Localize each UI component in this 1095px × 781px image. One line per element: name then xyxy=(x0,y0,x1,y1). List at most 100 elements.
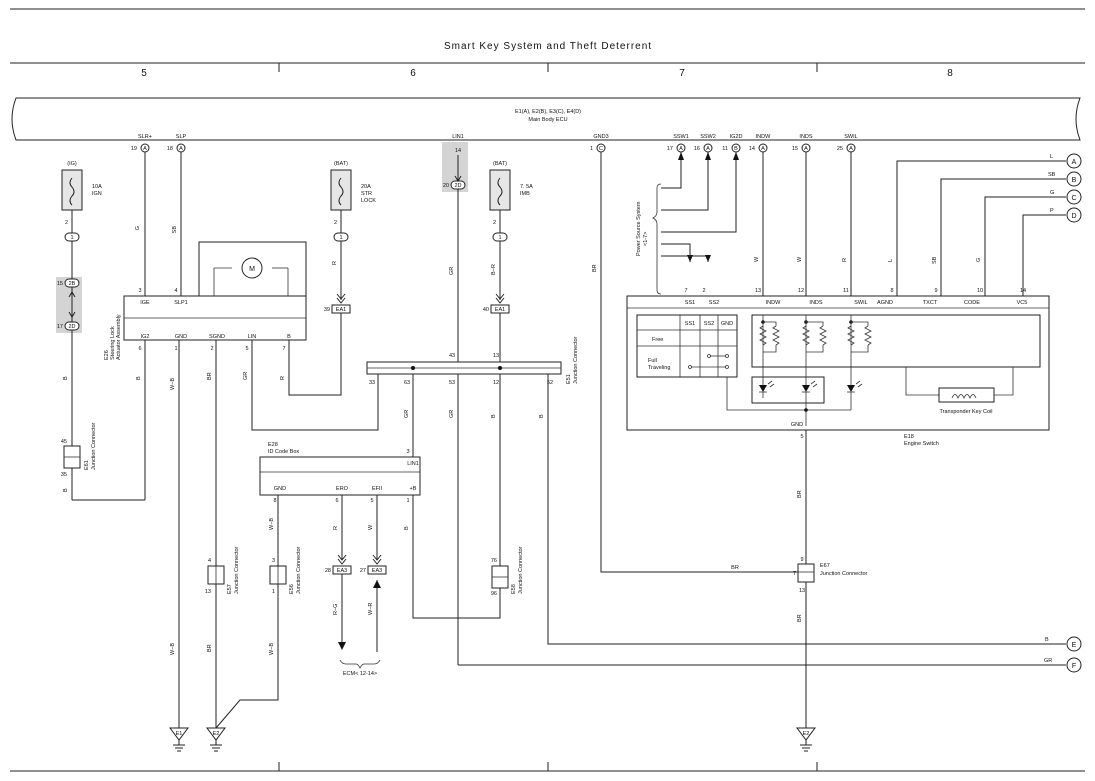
svg-text:SLP1: SLP1 xyxy=(174,300,187,306)
ecu-connectors: E1(A), E2(B), E3(C), E4(D) xyxy=(515,109,581,115)
svg-text:13: 13 xyxy=(755,288,761,294)
connector-ea3-right: 27 EA3 xyxy=(360,554,387,575)
svg-text:IGN: IGN xyxy=(92,191,102,197)
svg-text:9: 9 xyxy=(934,288,937,294)
svg-text:SWIL: SWIL xyxy=(844,134,857,140)
lin1-connector: 14 20 2D xyxy=(442,142,468,192)
svg-text:A: A xyxy=(1072,159,1077,166)
svg-text:SLR+: SLR+ xyxy=(138,134,152,140)
svg-text:R: R xyxy=(333,526,339,530)
svg-text:96: 96 xyxy=(491,591,497,597)
svg-text:BR: BR xyxy=(731,565,739,571)
connector-ea1-right: 40 EA1 xyxy=(483,293,510,314)
fuse-imb: (BAT) 7. 5A IMB 2 1 xyxy=(489,161,533,242)
svg-text:6: 6 xyxy=(335,498,338,504)
led-icon xyxy=(847,385,855,392)
svg-text:B: B xyxy=(63,376,69,380)
svg-text:45: 45 xyxy=(61,439,67,445)
svg-text:E: E xyxy=(1072,642,1077,649)
svg-text:63: 63 xyxy=(404,380,410,386)
svg-text:E51: E51 xyxy=(566,374,572,384)
ground-e1: E1 xyxy=(169,727,189,752)
svg-text:16: 16 xyxy=(694,146,700,152)
svg-text:GND3: GND3 xyxy=(593,134,608,140)
svg-text:EA1: EA1 xyxy=(336,307,346,313)
svg-text:1: 1 xyxy=(498,235,501,241)
svg-text:39: 39 xyxy=(324,307,330,313)
svg-text:2: 2 xyxy=(493,220,496,226)
svg-text:B: B xyxy=(539,414,545,418)
svg-text:IG2D: IG2D xyxy=(730,134,743,140)
connector-ea1-left: 39 EA1 xyxy=(324,293,351,314)
svg-text:SSW2: SSW2 xyxy=(700,134,716,140)
svg-text:C: C xyxy=(599,146,603,152)
svg-text:CODE: CODE xyxy=(964,300,980,306)
svg-text:5: 5 xyxy=(800,434,803,440)
svg-text:2: 2 xyxy=(65,220,68,226)
svg-text:W: W xyxy=(797,256,803,262)
svg-text:ERO: ERO xyxy=(336,486,349,492)
svg-text:GR: GR xyxy=(1044,658,1052,664)
svg-text:B: B xyxy=(734,146,738,152)
svg-text:BR: BR xyxy=(797,614,803,622)
led-icon xyxy=(802,385,810,392)
svg-text:SGND: SGND xyxy=(209,334,225,340)
offpage-connector-a: A xyxy=(1066,153,1082,169)
svg-text:52: 52 xyxy=(547,380,553,386)
svg-text:17: 17 xyxy=(667,146,673,152)
svg-text:VC5: VC5 xyxy=(1017,300,1028,306)
svg-text:53: 53 xyxy=(449,380,455,386)
svg-text:LIN1: LIN1 xyxy=(407,461,419,467)
svg-text:Traveling: Traveling xyxy=(648,365,670,371)
svg-text:2B: 2B xyxy=(69,281,76,287)
diagram-title: Smart Key System and Theft Deterrent xyxy=(444,41,652,52)
svg-text:G: G xyxy=(1050,190,1054,196)
svg-text:R−G: R−G xyxy=(333,604,339,615)
ecu-pin-gnd3: GND3 1 C xyxy=(590,134,609,153)
junction-connector-e57: 4 13 E57 Junction Connector xyxy=(205,546,240,595)
svg-text:5: 5 xyxy=(245,346,248,352)
svg-text:Steering Lock: Steering Lock xyxy=(110,326,116,360)
svg-text:E2: E2 xyxy=(803,731,810,737)
junction-connector-e61: 45 35 E61 Junction Connector xyxy=(61,422,97,478)
svg-text:10: 10 xyxy=(977,288,983,294)
svg-text:3: 3 xyxy=(406,449,409,455)
power-source-system: Power Source System <1-7> xyxy=(636,183,662,295)
ground-e2-left: E2 xyxy=(206,727,226,752)
svg-text:ID Code Box: ID Code Box xyxy=(268,449,299,455)
svg-text:LIN: LIN xyxy=(248,334,257,340)
svg-text:GND: GND xyxy=(274,486,286,492)
ecm-brace xyxy=(339,659,381,669)
svg-text:SSW1: SSW1 xyxy=(673,134,689,140)
svg-text:A: A xyxy=(679,146,683,152)
svg-text:9: 9 xyxy=(800,557,803,563)
svg-text:A: A xyxy=(179,146,183,152)
svg-text:B: B xyxy=(136,376,142,380)
svg-text:3: 3 xyxy=(138,288,141,294)
svg-text:SS1: SS1 xyxy=(685,321,695,327)
svg-text:A: A xyxy=(143,146,147,152)
svg-text:2: 2 xyxy=(334,220,337,226)
svg-text:15: 15 xyxy=(57,281,63,287)
svg-text:20: 20 xyxy=(443,183,449,189)
svg-text:SS2: SS2 xyxy=(709,300,719,306)
svg-text:14: 14 xyxy=(455,148,461,154)
column-number-8: 8 xyxy=(947,68,953,79)
svg-text:C: C xyxy=(1071,195,1076,202)
junction-2b-2d: 15 2B 17 2D xyxy=(56,277,82,333)
svg-text:B: B xyxy=(1045,637,1049,643)
svg-text:EA1: EA1 xyxy=(495,307,505,313)
svg-text:17: 17 xyxy=(57,324,63,330)
svg-text:E28: E28 xyxy=(268,442,278,448)
ecu-pin-ig2d: IG2D 11 B xyxy=(722,134,743,153)
svg-text:B: B xyxy=(404,526,410,530)
svg-text:10A: 10A xyxy=(92,184,102,190)
svg-text:1: 1 xyxy=(590,146,593,152)
svg-text:W−B: W−B xyxy=(269,518,275,530)
svg-text:L: L xyxy=(1050,154,1053,160)
svg-text:2: 2 xyxy=(210,346,213,352)
svg-text:STR: STR xyxy=(361,191,372,197)
svg-text:P: P xyxy=(1050,208,1054,214)
svg-text:7: 7 xyxy=(684,288,687,294)
